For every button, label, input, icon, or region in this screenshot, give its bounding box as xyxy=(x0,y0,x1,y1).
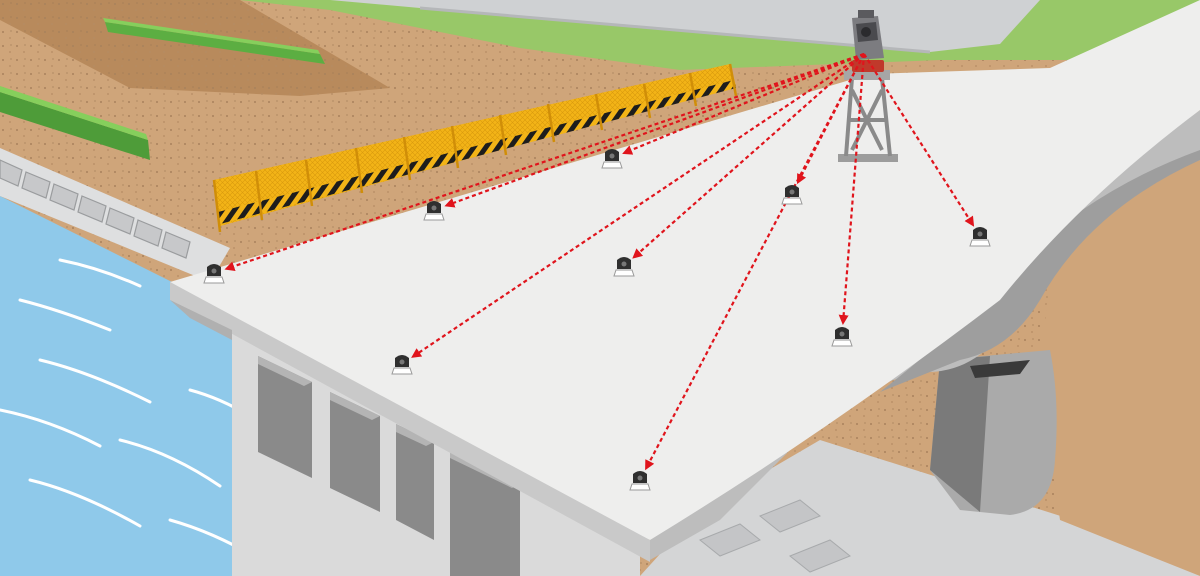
green-curb-lower-top xyxy=(0,86,148,140)
laser-lines xyxy=(224,52,975,471)
green-curb-lower xyxy=(0,92,150,160)
prism-target-icon xyxy=(969,227,991,247)
girder-end-face xyxy=(232,330,640,576)
green-curb-upper xyxy=(105,22,325,64)
road-edge xyxy=(419,6,931,54)
total-station-icon xyxy=(852,10,884,60)
laser-line xyxy=(622,52,865,155)
prism-target-icon xyxy=(613,257,635,277)
prism-target-icon xyxy=(629,471,651,491)
arch-underside xyxy=(880,150,1200,392)
tower-base-plate xyxy=(838,154,898,162)
laser-line xyxy=(444,52,865,208)
laser-line xyxy=(632,53,865,259)
gravel-bed xyxy=(640,440,1200,576)
prism-target-icon xyxy=(781,185,803,205)
laser-line xyxy=(863,53,975,227)
prism-target-icon xyxy=(601,149,623,169)
gravel-blocks xyxy=(699,499,851,573)
deck-cantilever-underside xyxy=(170,300,232,340)
laser-line xyxy=(645,53,865,471)
green-curb-upper-top xyxy=(103,18,320,54)
prism-target-icon xyxy=(831,327,853,347)
tower-head-plate xyxy=(844,70,890,80)
bridge-deck-top xyxy=(170,0,1200,540)
fence-hazard-strip xyxy=(218,80,736,224)
laser-line xyxy=(411,53,865,358)
survey-tower xyxy=(838,10,898,162)
revetment-blocks xyxy=(0,159,191,259)
prism-target-icon xyxy=(203,264,225,284)
safety-fence xyxy=(212,63,738,233)
target-prisms xyxy=(203,149,991,491)
prism-target-icon xyxy=(391,355,413,375)
bearing-shoe xyxy=(970,360,1030,378)
girder-box-voids xyxy=(258,356,520,576)
bridge-pier-shade xyxy=(930,356,990,512)
prism-target-icon xyxy=(423,201,445,221)
arch-girder-side xyxy=(650,110,1200,560)
deck-left-edge xyxy=(170,282,650,562)
laser-line xyxy=(838,53,866,325)
excavation-pit-texture xyxy=(0,0,390,96)
